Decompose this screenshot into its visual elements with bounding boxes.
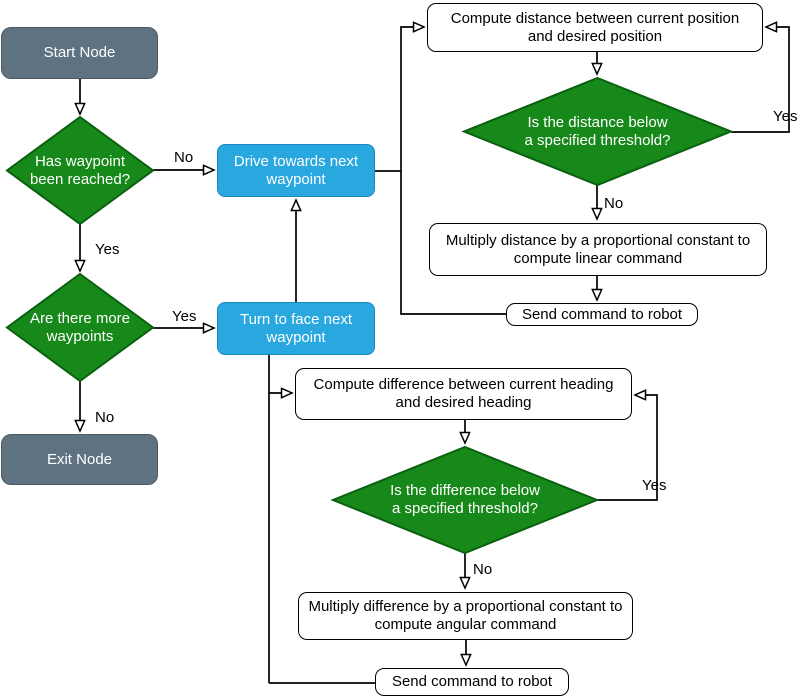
edge-label-yes-difference: Yes bbox=[642, 477, 667, 494]
edge-label-yes-distance: Yes bbox=[773, 108, 798, 125]
node-difference-below-label: Is the difference below a specified thre… bbox=[390, 482, 540, 517]
node-compute-distance: Compute distance between current positio… bbox=[427, 3, 763, 52]
node-send-command-linear: Send command to robot bbox=[506, 303, 698, 326]
node-drive-towards-waypoint: Drive towards next waypoint bbox=[217, 144, 375, 197]
edge-label-no-reached: No bbox=[174, 149, 194, 166]
edge-difference-below-yes-to-compute-difference bbox=[597, 395, 658, 501]
node-has-waypoint-label: Has waypoint been reached? bbox=[29, 152, 131, 188]
node-turn-to-face-waypoint: Turn to face next waypoint bbox=[217, 302, 375, 355]
edge-label-no-difference: No bbox=[473, 561, 493, 578]
node-send-command-angular: Send command to robot bbox=[375, 668, 569, 696]
node-multiply-difference: Multiply difference by a proportional co… bbox=[298, 592, 633, 640]
decision-more-waypoints-shape bbox=[5, 272, 155, 383]
decision-difference-below-shape bbox=[330, 445, 600, 555]
edge-label-no-distance: No bbox=[604, 195, 624, 212]
edge-send-linear-loop-to-compute-distance bbox=[400, 27, 506, 315]
edge-label-no-more: No bbox=[95, 409, 115, 426]
node-exit: Exit Node bbox=[1, 434, 158, 485]
node-start: Start Node bbox=[1, 27, 158, 79]
node-more-waypoints-label: Are there more waypoints bbox=[29, 309, 131, 345]
node-distance-below-label: Is the distance below a specified thresh… bbox=[524, 113, 671, 149]
edge-label-yes-more: Yes bbox=[172, 308, 197, 325]
node-compute-difference: Compute difference between current headi… bbox=[295, 368, 632, 420]
decision-distance-below-shape bbox=[461, 76, 734, 187]
edge-label-yes-reached: Yes bbox=[95, 241, 120, 258]
decision-has-waypoint-shape bbox=[5, 115, 155, 226]
edge-distance-below-yes-to-compute-distance bbox=[731, 27, 790, 133]
node-multiply-distance: Multiply distance by a proportional cons… bbox=[429, 223, 767, 276]
